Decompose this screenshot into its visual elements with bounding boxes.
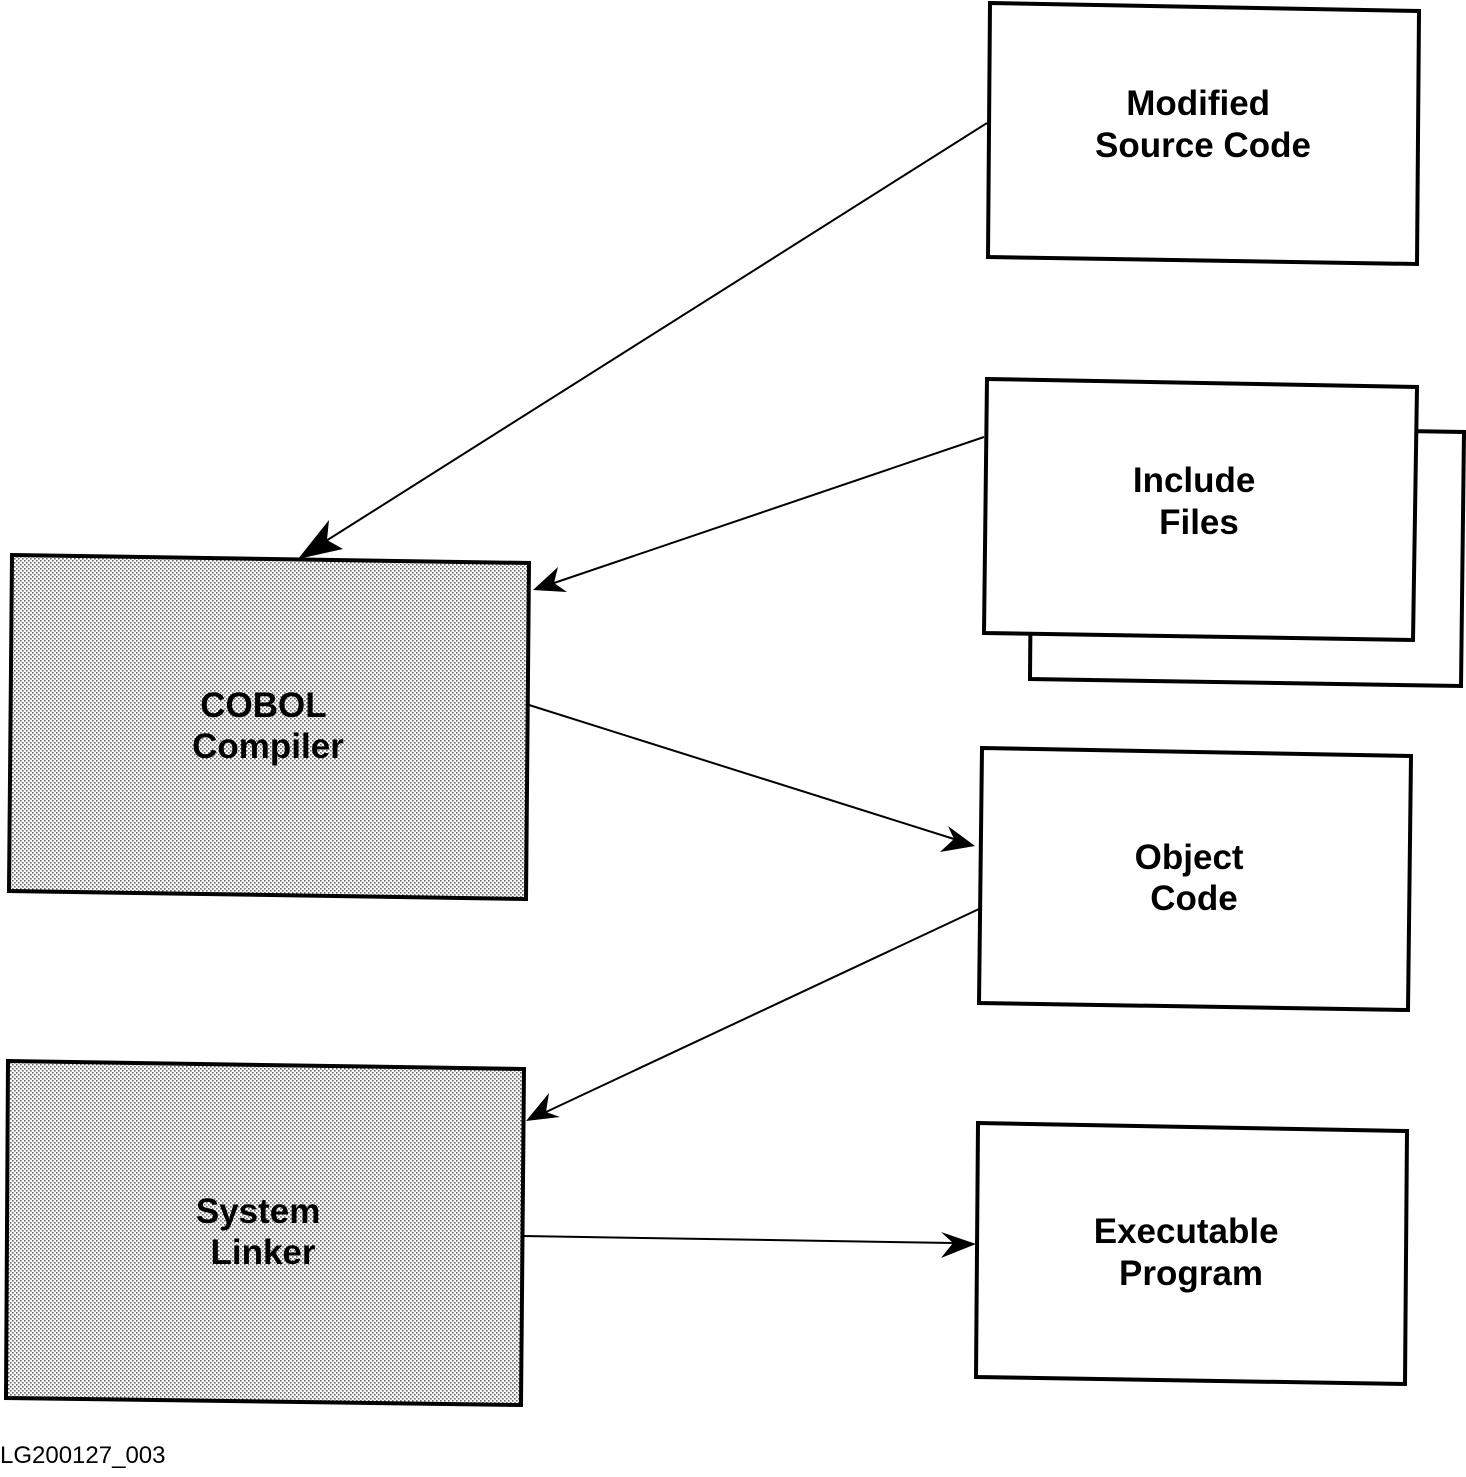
system-linker-box: System Linker xyxy=(3,1058,527,1408)
arrow-cobol-compiler-to-object-code xyxy=(528,704,975,852)
include-files-box: Include Files xyxy=(981,376,1466,689)
connectors xyxy=(298,122,988,1258)
figure-id-caption: LG200127_003 xyxy=(0,1442,166,1469)
modified-source-code-box: Modified Source Code xyxy=(985,0,1422,267)
executable-program-box: Executable Program xyxy=(973,1120,1410,1387)
object-code-box: Object Code xyxy=(976,745,1414,1013)
modified-source-code-label: Modified Source Code xyxy=(1095,84,1311,165)
object-code-label: Object Code xyxy=(1135,838,1254,918)
arrow-include-files-to-cobol-compiler xyxy=(533,436,985,592)
cobol-compiler-box: COBOL Compiler xyxy=(6,552,532,902)
arrow-system-linker-to-executable xyxy=(522,1232,976,1258)
cobol-compiler-label: COBOL Compiler xyxy=(192,686,344,766)
arrow-modified-source-to-cobol-compiler xyxy=(298,122,988,559)
include-files-label: Include Files xyxy=(1133,461,1265,542)
system-linker-label: System Linker xyxy=(196,1192,330,1272)
executable-program-label: Executable Program xyxy=(1094,1212,1289,1293)
arrow-object-code-to-system-linker xyxy=(526,908,980,1121)
